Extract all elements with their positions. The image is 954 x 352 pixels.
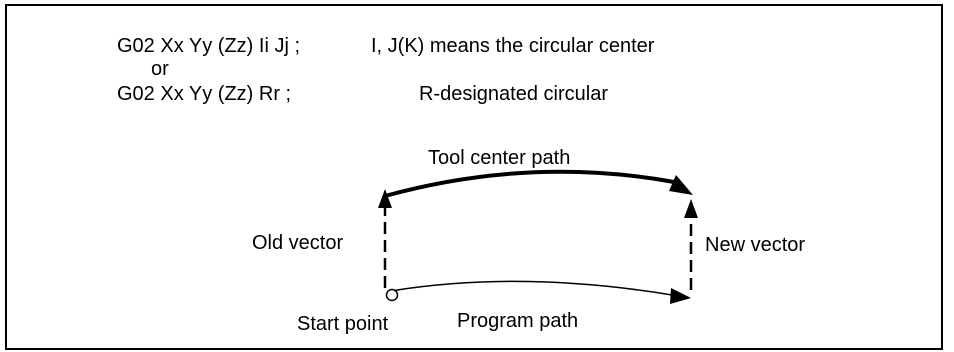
r-description: R-designated circular	[419, 83, 608, 105]
tool-center-path-arrowhead	[669, 175, 693, 195]
g02-r-command: G02 Xx Yy (Zz) Rr ;	[117, 83, 292, 105]
start-point-circle	[385, 288, 399, 302]
g02-ij-command: G02 Xx Yy (Zz) Ii Jj ;	[117, 35, 300, 57]
program-path-arrowhead	[670, 288, 691, 304]
start-point-label: Start point	[297, 313, 389, 335]
or-text: or	[151, 58, 169, 80]
program-path-label: Program path	[457, 310, 579, 332]
new-vector-arrowhead	[684, 199, 698, 218]
old-vector-arrowhead	[378, 189, 392, 208]
tool-center-path-arc	[384, 169, 675, 198]
ij-description: I, J(K) means the circular center	[371, 35, 655, 57]
old-vector-label: Old vector	[252, 232, 344, 254]
program-path-arc	[390, 280, 673, 296]
new-vector-label: New vector	[705, 234, 806, 256]
tool-center-path-label: Tool center path	[428, 147, 571, 169]
figure-frame	[5, 4, 943, 350]
